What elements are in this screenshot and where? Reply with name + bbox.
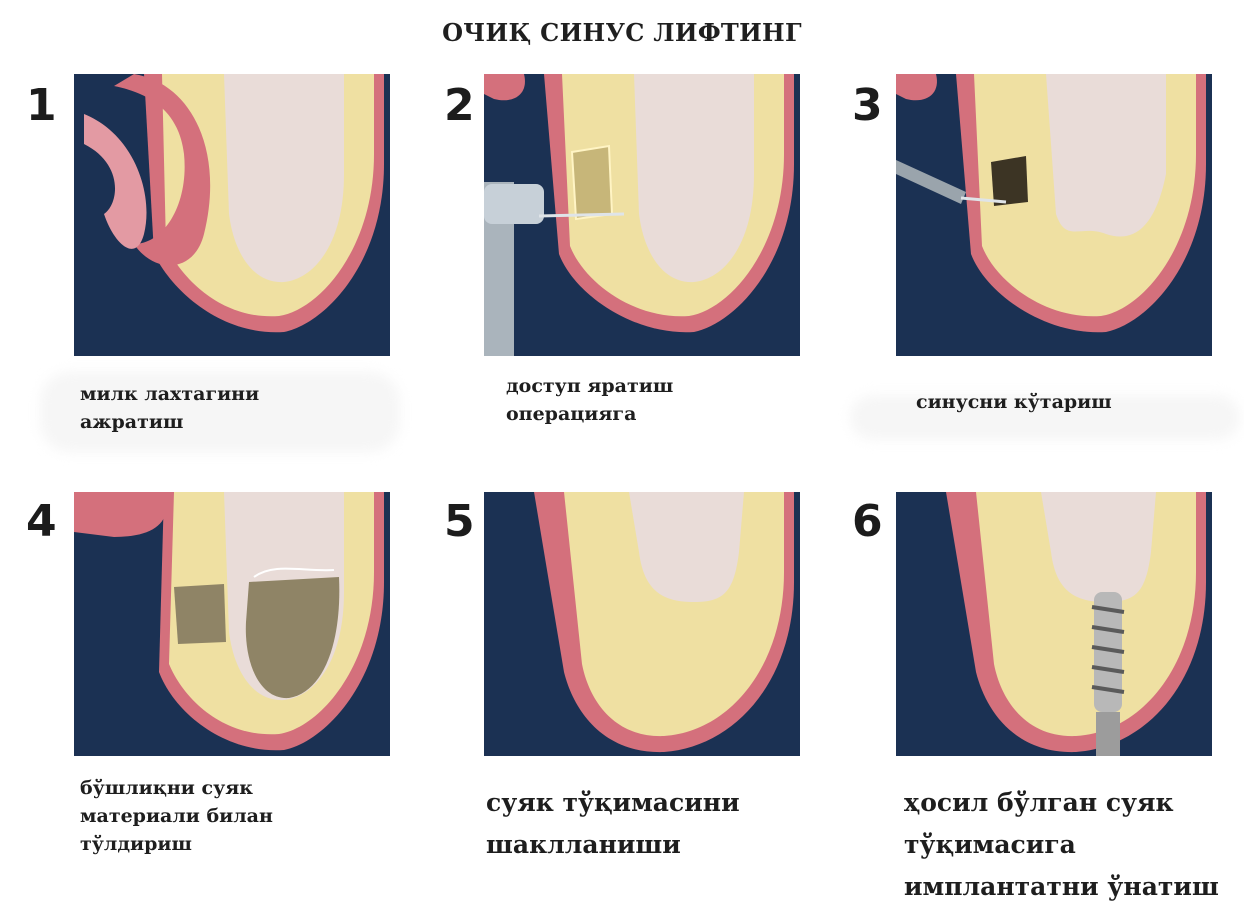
step-3-caption: синусни кўтариш bbox=[916, 388, 1112, 416]
step-4-illustration bbox=[74, 492, 390, 756]
step-6-caption: ҳосил бўлган суяк тўқимасига имплантатни… bbox=[904, 782, 1219, 908]
step-2-number: 2 bbox=[444, 84, 475, 128]
step-5-illustration bbox=[484, 492, 800, 756]
step-5-number: 5 bbox=[444, 500, 475, 544]
step-1-number: 1 bbox=[26, 84, 57, 128]
step-3-number: 3 bbox=[852, 84, 883, 128]
step-5-caption: суяк тўқимасини шаклланиши bbox=[486, 782, 740, 866]
step-4-number: 4 bbox=[26, 500, 57, 544]
step-3-illustration bbox=[896, 74, 1212, 356]
step-2-caption: доступ яратиш операцияга bbox=[506, 372, 673, 428]
step-4-caption: бўшлиқни суяк материали билан тўлдириш bbox=[80, 774, 273, 858]
step-6-illustration bbox=[896, 492, 1212, 756]
step-6-number: 6 bbox=[852, 500, 883, 544]
step-1-caption: милк лахтагини ажратиш bbox=[80, 380, 259, 436]
step-2-illustration bbox=[484, 74, 800, 356]
step-1-illustration bbox=[74, 74, 390, 356]
page-title: ОЧИҚ СИНУС ЛИФТИНГ bbox=[0, 18, 1244, 47]
